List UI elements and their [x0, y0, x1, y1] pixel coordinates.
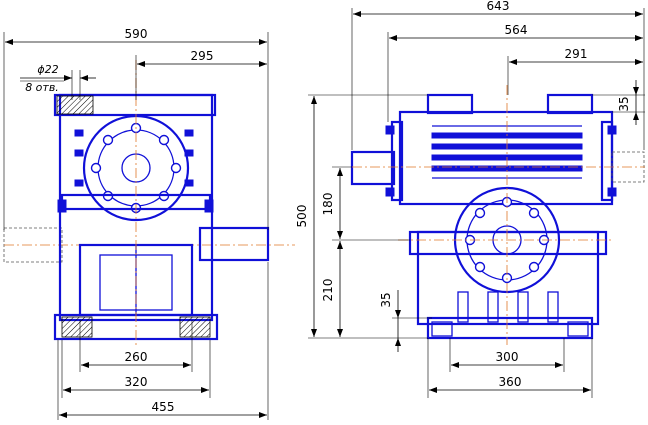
- dim-holes: 8 отв.: [25, 81, 59, 94]
- dim-260: 260: [125, 350, 148, 364]
- dim-291: 291: [565, 47, 588, 61]
- dim-360: 360: [499, 375, 522, 389]
- dim-643: 643: [487, 0, 510, 13]
- front-base-hole-section: [61, 316, 93, 338]
- front-output-shaft: [198, 226, 270, 262]
- dim-564: 564: [505, 23, 528, 37]
- side-base: [426, 316, 594, 340]
- side-input-shaft: [350, 150, 396, 186]
- front-dimensions: 590 295 ϕ22 8 отв. 260 320 455: [3, 27, 269, 420]
- dim-35-bottom: 35: [379, 292, 393, 307]
- dim-295: 295: [191, 49, 214, 63]
- dim-300: 300: [496, 350, 519, 364]
- side-top-lug-left: [426, 93, 474, 115]
- dim-500: 500: [295, 205, 309, 228]
- dim-phi22: ϕ22: [37, 63, 58, 76]
- dim-590: 590: [125, 27, 148, 41]
- dim-455: 455: [152, 400, 175, 414]
- dim-210: 210: [321, 279, 335, 302]
- dim-180: 180: [321, 193, 335, 216]
- side-ribs: [457, 291, 559, 323]
- front-bolt-hole-section: [56, 95, 94, 115]
- front-side-bolts: [74, 129, 194, 187]
- side-view: [350, 85, 645, 345]
- side-flange-bolts: [385, 125, 617, 197]
- dim-35-top: 35: [617, 96, 631, 111]
- side-top-lug-right: [546, 93, 594, 115]
- dim-320: 320: [125, 375, 148, 389]
- front-view: [3, 60, 295, 345]
- side-dimensions: 643 564 291 35 500 180 210 35: [295, 0, 645, 398]
